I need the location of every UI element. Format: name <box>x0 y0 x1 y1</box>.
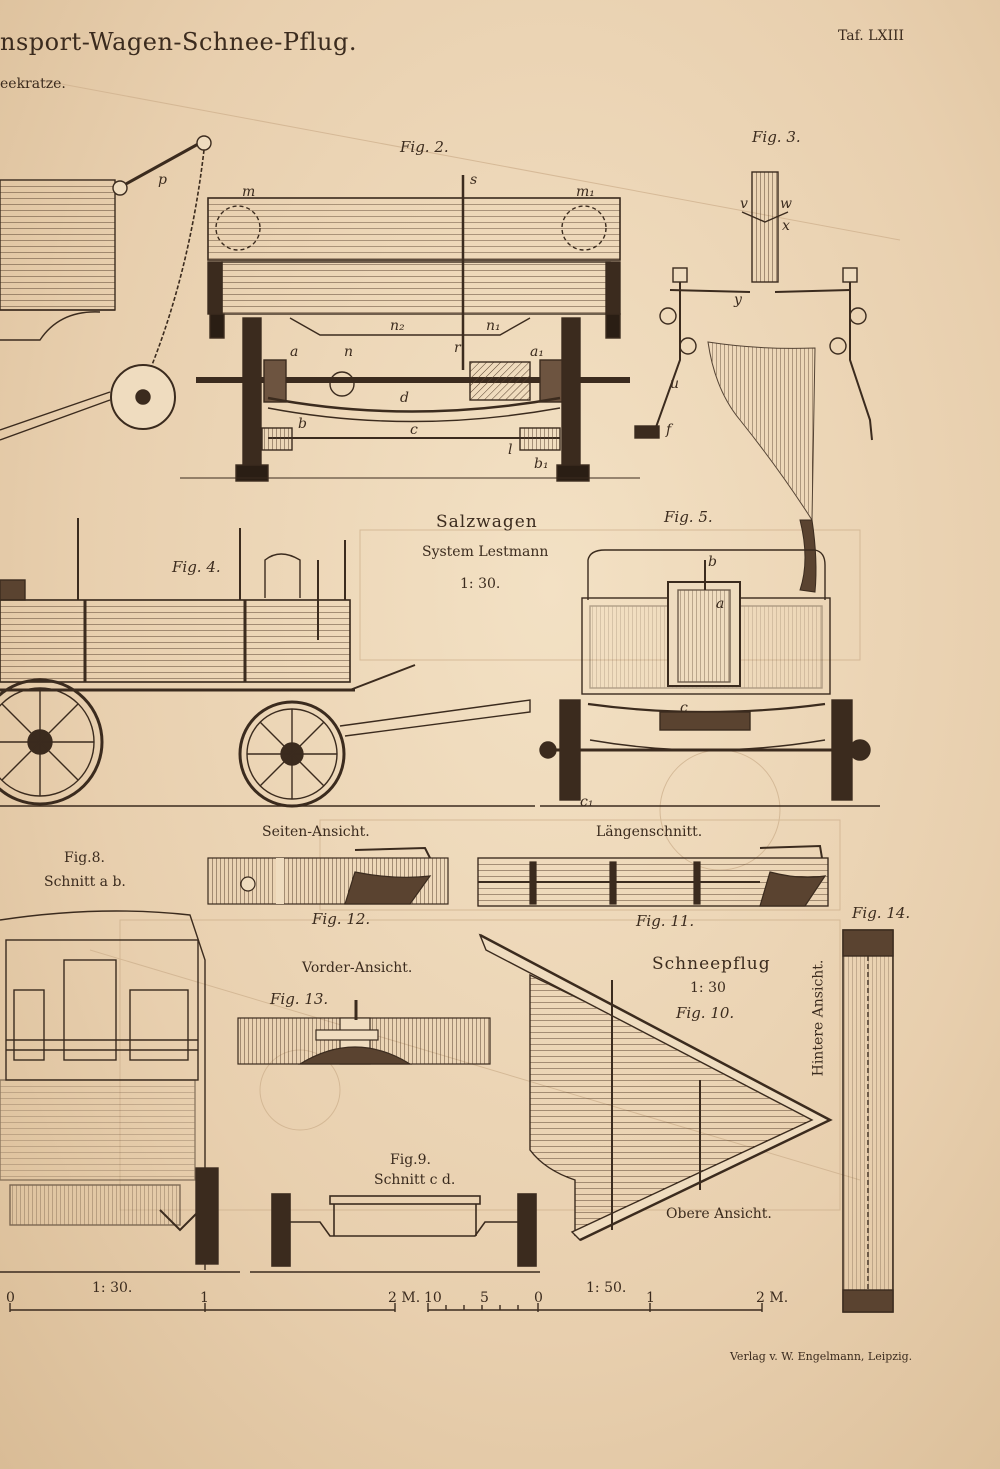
fig1-wagon-partial <box>0 135 212 441</box>
part-label-m: m <box>242 184 256 200</box>
part-label-l: l <box>508 442 513 458</box>
scale-bar-right <box>427 1303 763 1312</box>
hintere-ansicht-caption: Hintere Ansicht. <box>810 959 827 1077</box>
part-label-x: x <box>782 218 790 234</box>
part-label-a: a <box>290 344 299 360</box>
fig4-rear-wheel <box>0 678 104 806</box>
system-caption: System Lestmann <box>422 544 549 560</box>
fig11-longitudinal-section <box>477 844 829 907</box>
seiten-ansicht-caption: Seiten-Ansicht. <box>262 824 370 840</box>
fig2-wagon-elevation <box>180 175 640 482</box>
fig4-label: Fig. 4. <box>172 558 221 576</box>
part-label-s: s <box>470 172 478 188</box>
fig4-front-wheel <box>238 700 346 808</box>
fig5-salzwagen-end <box>539 549 880 807</box>
scale-right-tick-3: 1 <box>646 1290 655 1306</box>
part-label-w: w <box>780 196 792 212</box>
scale-right-tick-4: 2 M. <box>756 1290 789 1306</box>
scale-left-tick-2: 2 M. <box>388 1290 421 1306</box>
curtain-drape <box>707 341 817 593</box>
part-label-m1: m₁ <box>576 184 595 200</box>
part-label-p: p <box>158 172 167 188</box>
schneepflug-scale: 1: 30 <box>690 980 726 996</box>
fig8-carriage-section <box>0 910 240 1273</box>
scale-left-ratio: 1: 30. <box>92 1280 133 1296</box>
fig12-side-view <box>207 846 449 905</box>
vorder-ansicht-caption: Vorder-Ansicht. <box>302 960 413 976</box>
fig3-label: Fig. 3. <box>752 128 801 146</box>
plate-subtitle: eekratze. <box>0 76 66 92</box>
fig9-axle-section <box>250 1193 540 1273</box>
scale-left-tick-0: 0 <box>6 1290 15 1306</box>
fig13-front-view <box>237 1000 491 1065</box>
fig10-label: Fig. 10. <box>676 1004 735 1022</box>
fig10-snowplough-top <box>478 933 833 1242</box>
fig5-label: Fig. 5. <box>664 508 713 526</box>
part-label-fig5-b: b <box>708 554 717 570</box>
part-label-b1: b₁ <box>534 456 549 472</box>
schneepflug-caption: Schneepflug <box>652 954 771 974</box>
fig3-brake-linkage <box>634 171 873 441</box>
fig13-label: Fig. 13. <box>270 990 329 1008</box>
part-label-y: y <box>734 292 742 308</box>
part-label-b: b <box>298 416 307 432</box>
fig14-rear-view <box>842 929 894 1313</box>
part-label-r: r <box>454 340 461 356</box>
obere-ansicht-caption: Obere Ansicht. <box>666 1206 772 1222</box>
part-label-d: d <box>400 390 409 406</box>
fig9-label: Fig.9. <box>390 1152 431 1168</box>
part-label-n: n <box>344 344 354 360</box>
fig8-label: Fig.8. <box>64 850 105 866</box>
fig4-salzwagen-side <box>0 518 535 808</box>
part-label-fig5-a: a <box>716 596 725 612</box>
schnitt-cd-caption: Schnitt c d. <box>374 1172 456 1188</box>
scale-right-ratio: 1: 50. <box>586 1280 627 1296</box>
part-label-c: c <box>410 422 418 438</box>
part-label-fig5-c1: c₁ <box>580 794 594 810</box>
part-label-v: v <box>740 196 748 212</box>
plate-title: nsport-Wagen-Schnee-Pflug. <box>0 28 357 56</box>
part-label-fig5-c: c <box>680 700 688 716</box>
salzwagen-caption: Salzwagen <box>436 512 538 532</box>
salzwagen-scale: 1: 30. <box>460 576 501 592</box>
fig11-label: Fig. 11. <box>636 912 695 930</box>
laengenschnitt-caption: Längenschnitt. <box>596 824 703 840</box>
scale-right-tick-2: 0 <box>534 1290 543 1306</box>
part-label-f: f <box>666 422 672 438</box>
plate-number: Taf. LXIII <box>838 28 905 44</box>
scale-bar-left <box>9 1303 396 1312</box>
part-label-n1: n₁ <box>486 318 501 334</box>
fig14-label: Fig. 14. <box>852 904 911 922</box>
fig2-label: Fig. 2. <box>400 138 449 156</box>
scale-right-tick-0: 10 <box>424 1290 442 1306</box>
part-label-n2: n₂ <box>390 318 405 334</box>
fig12-label: Fig. 12. <box>312 910 371 928</box>
part-label-u: u <box>670 376 680 392</box>
publisher-imprint: Verlag v. W. Engelmann, Leipzig. <box>730 1350 913 1363</box>
part-label-a1: a₁ <box>530 344 544 360</box>
scale-left-tick-1: 1 <box>200 1290 209 1306</box>
scale-right-tick-1: 5 <box>480 1290 489 1306</box>
schnitt-ab-caption: Schnitt a b. <box>44 874 126 890</box>
